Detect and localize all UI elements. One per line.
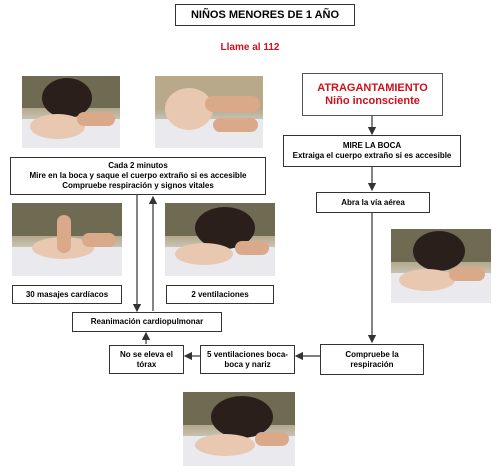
look-in-mouth-box: MIRE LA BOCA Extraiga el cuerpo extraño … [283,135,461,167]
choking-label: ATRAGANTAMIENTO [317,81,428,94]
photo-ventilations [165,203,275,276]
ventilations-box: 2 ventilaciones [166,285,274,304]
cpr-box: Reanimación cardiopulmonar [72,312,222,332]
photo-open-airway [391,229,491,303]
five-ventilations-box: 5 ventilaciones boca- boca y nariz [200,345,295,374]
compressions-box: 30 masajes cardíacos [12,285,122,304]
every-2-minutes-box: Cada 2 minutos Mire en la boca y saque e… [10,157,266,195]
photo-compressions [12,203,122,276]
page-title: NIÑOS MENORES DE 1 AÑO [175,4,355,26]
unconscious-label: Niño inconsciente [325,94,420,107]
chest-not-rising-box: No se eleva el tórax [109,345,184,374]
photo-mouth-nose-breaths [183,392,295,466]
call-emergency-text: Llame al 112 [220,42,280,53]
choking-unconscious-box: ATRAGANTAMIENTO Niño inconsciente [302,73,443,116]
photo-chest-thrusts [155,76,263,148]
photo-back-blows [22,76,120,148]
check-breathing-box: Compruebe la respiración [320,344,424,375]
open-airway-box: Abra la vía aérea [316,192,430,213]
